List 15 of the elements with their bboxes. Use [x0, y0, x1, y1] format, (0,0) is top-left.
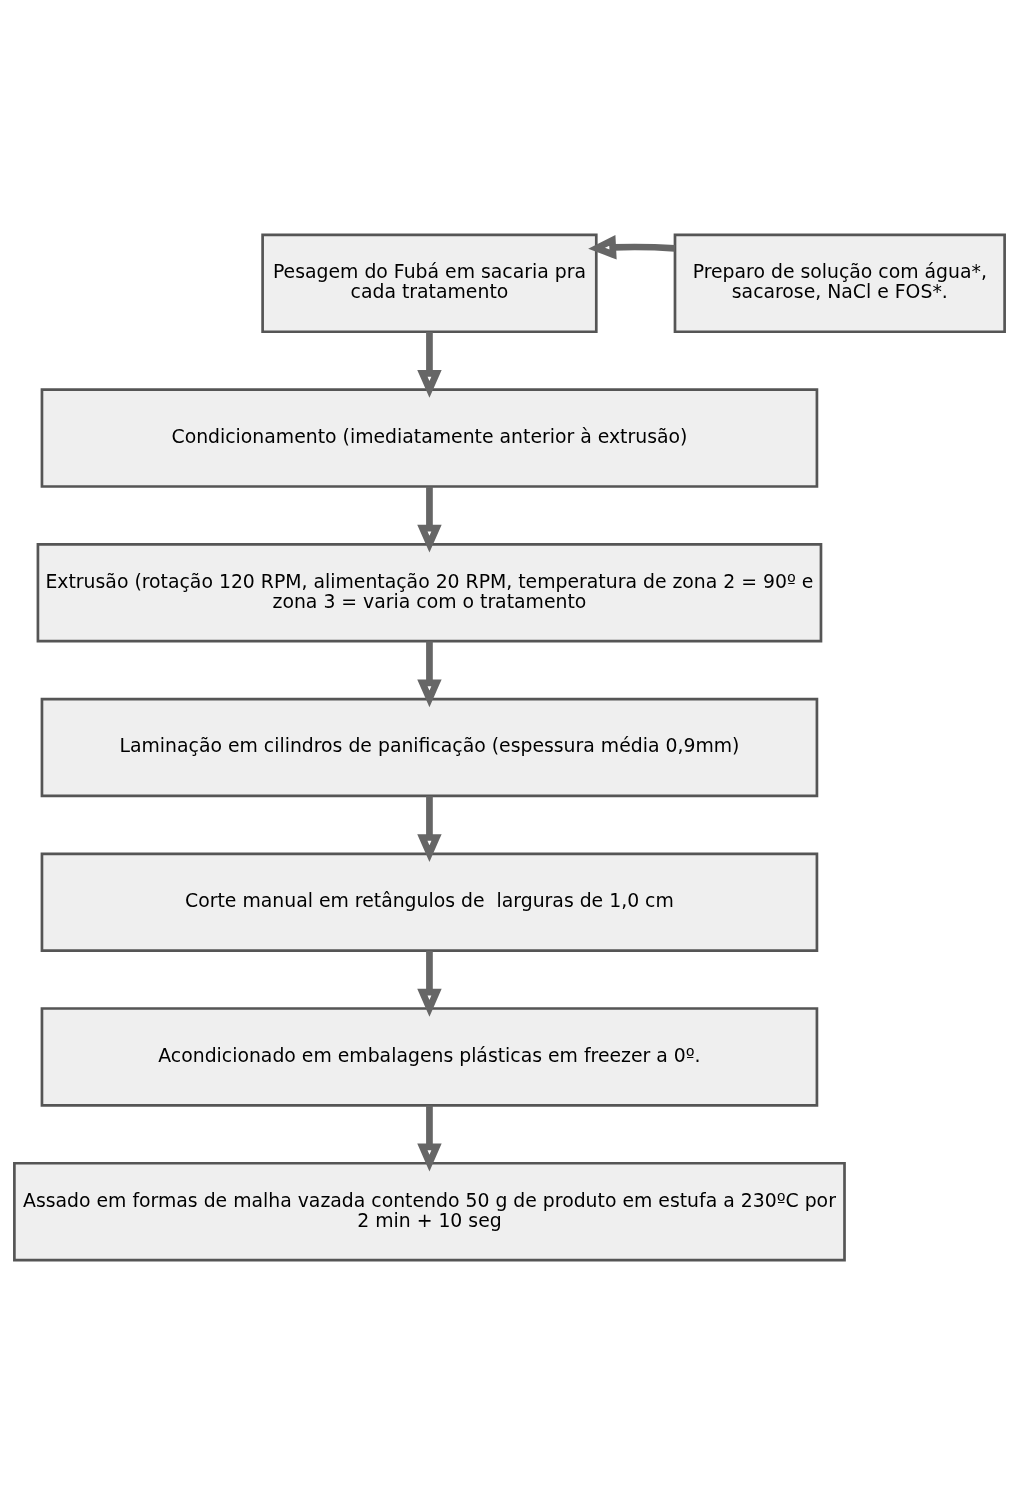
- node-box: Laminação em cilindros de panificação (espessura média 0,9mm): [40, 697, 818, 798]
- arrow: [416, 796, 442, 863]
- node-box: Extrusão (rotação 120 RPM, alimentação 20 RPM, temperatura de zona 2 = 90º e zona 3 = varia com o tratamento: [36, 543, 822, 643]
- node-box: Pesagem do Fubá em sacaria pra cada tratamento: [260, 233, 598, 334]
- node-box: Preparo de solução com água*, sacarose, NaCl e FOS*.: [673, 233, 1006, 334]
- arrow: [416, 486, 442, 553]
- node-box: Acondicionado em embalagens plásticas em freezer a 0º.: [40, 1007, 818, 1107]
- node-box: Corte manual em retângulos de larguras de 1,0 cm: [40, 852, 818, 952]
- node-box: Assado em formas de malha vazada contendo 50 g de produto em estufa a 230ºC por 2 min + 10 seg: [12, 1161, 846, 1262]
- arrow: [416, 950, 442, 1017]
- node-box: Condicionamento (imediatamente anterior à extrusão): [40, 388, 818, 488]
- arrow: [587, 235, 675, 260]
- arrow: [416, 1105, 442, 1172]
- arrow: [416, 641, 442, 708]
- arrow: [416, 331, 442, 398]
